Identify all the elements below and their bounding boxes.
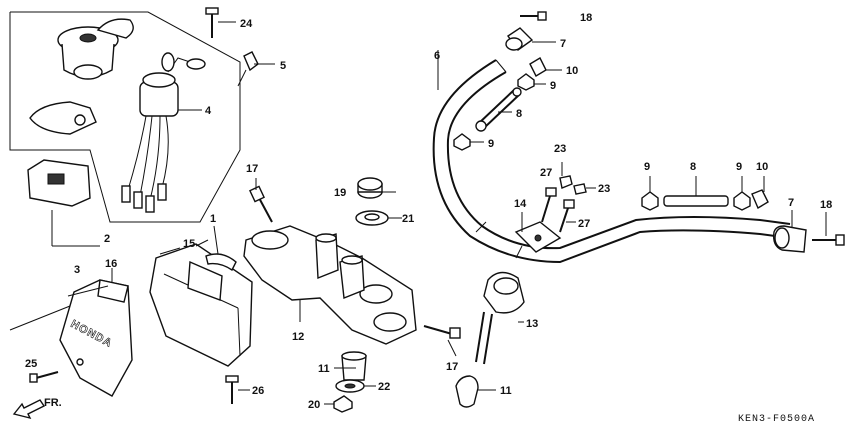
drawing-code: KEN3-F0500A <box>738 414 815 425</box>
holder-14 <box>514 212 562 253</box>
callout-4: 4 <box>205 105 212 117</box>
rubber-11-left <box>341 351 367 381</box>
bar-end-weight-right <box>772 210 807 253</box>
callout-23-lower: 23 <box>598 183 610 195</box>
nut-9-top-a <box>517 73 546 91</box>
bar-end-weight-top <box>505 11 556 51</box>
front-direction-arrow: FR. <box>12 397 62 420</box>
callout-leaders-middle <box>67 191 402 405</box>
callout-22: 22 <box>378 381 390 393</box>
callout-9-mid: 9 <box>488 138 494 150</box>
callout-5: 5 <box>280 60 286 72</box>
callout-15: 15 <box>183 238 195 250</box>
callout-17-right: 17 <box>446 361 458 373</box>
bolt-27-b <box>559 199 576 233</box>
bolt-27-a <box>541 187 557 223</box>
callout-8-right: 8 <box>690 161 696 173</box>
callout-labels: 24 5 4 2 3 16 25 15 1 17 12 26 19 21 11 … <box>25 12 832 411</box>
meter-cover: HONDA <box>59 268 133 397</box>
callout-16: 16 <box>105 258 117 270</box>
callout-leaders-left <box>9 21 275 331</box>
nut-9-top-b <box>453 133 484 151</box>
bolt-17-right <box>423 325 461 357</box>
bracket-1 <box>205 225 237 272</box>
callout-10-right: 10 <box>756 161 768 173</box>
callout-14: 14 <box>514 198 527 210</box>
nut-20 <box>333 395 353 413</box>
callout-13: 13 <box>526 318 538 330</box>
callout-9-right-b: 9 <box>736 161 742 173</box>
bolt-17-left <box>249 178 273 223</box>
callout-17-left: 17 <box>246 163 258 175</box>
ignition-switch-group <box>9 7 241 223</box>
callout-23-upper: 23 <box>554 143 566 155</box>
callout-9-right-a: 9 <box>644 161 650 173</box>
callout-6: 6 <box>434 50 440 62</box>
clip-23 <box>559 162 596 195</box>
callout-19: 19 <box>334 187 346 199</box>
meter-case <box>149 239 253 367</box>
direction-label: FR. <box>44 397 62 409</box>
callout-9-top: 9 <box>550 80 556 92</box>
callout-3: 3 <box>74 264 80 276</box>
callout-12: 12 <box>292 331 304 343</box>
washer-22 <box>335 379 365 393</box>
cap-19 <box>357 177 383 199</box>
nut-9-right-b <box>733 176 751 211</box>
nut-9-right-a <box>641 176 659 211</box>
callout-1: 1 <box>210 213 216 225</box>
weight-rod-right <box>663 176 729 207</box>
callout-7-right: 7 <box>788 197 794 209</box>
callout-24: 24 <box>240 18 253 30</box>
callout-10-top: 10 <box>566 65 578 77</box>
callout-25: 25 <box>25 358 37 370</box>
weight-rod-top <box>475 87 522 132</box>
washer-21 <box>355 210 389 226</box>
callout-20: 20 <box>308 399 320 411</box>
callout-7-top: 7 <box>560 38 566 50</box>
callout-27-lower: 27 <box>578 218 590 230</box>
holder-10-top <box>529 57 562 77</box>
callout-2: 2 <box>104 233 110 245</box>
callout-18-top: 18 <box>580 12 592 24</box>
callout-11-left: 11 <box>318 363 330 375</box>
handlebar-lower-holder <box>475 271 525 365</box>
callout-11-right: 11 <box>500 385 512 397</box>
callout-18-right: 18 <box>820 199 832 211</box>
holder-10-right <box>751 176 769 210</box>
ignition-key <box>237 51 259 87</box>
callout-21: 21 <box>402 213 414 225</box>
screw-25 <box>29 371 59 383</box>
callout-27-upper: 27 <box>540 167 552 179</box>
top-bridge <box>243 225 417 345</box>
bolt-18-right <box>812 212 845 246</box>
callout-26: 26 <box>252 385 264 397</box>
bolt-26 <box>225 375 250 404</box>
callout-8-top: 8 <box>516 108 522 120</box>
rubber-11-right <box>455 375 496 408</box>
handlebar <box>432 50 791 264</box>
